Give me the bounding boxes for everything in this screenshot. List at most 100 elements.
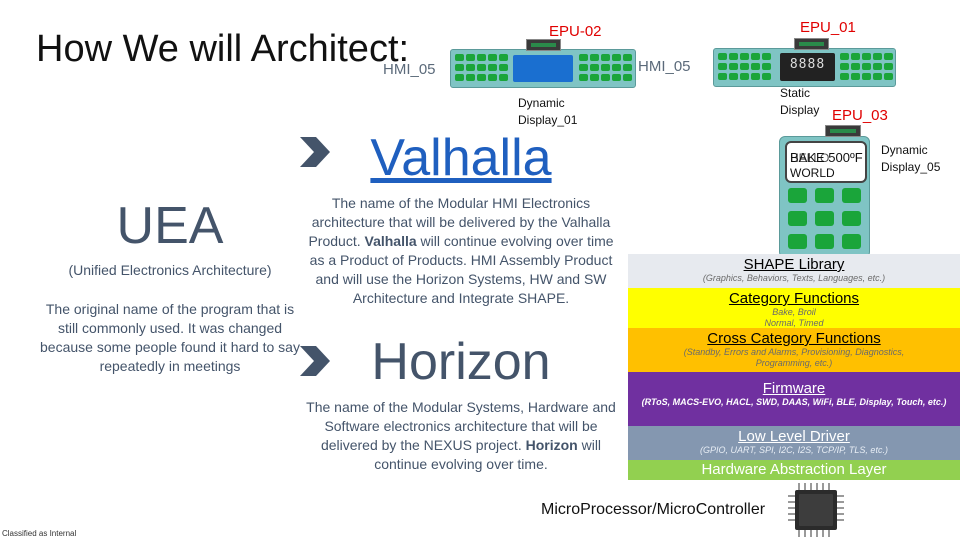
hmi-key-button[interactable] bbox=[851, 53, 860, 60]
hmi-key-button[interactable] bbox=[477, 74, 486, 81]
epu-03-chip bbox=[825, 125, 861, 137]
hmi-key-button[interactable] bbox=[873, 53, 882, 60]
hmi-key-button[interactable] bbox=[601, 74, 610, 81]
hmi-key-button[interactable] bbox=[751, 73, 760, 80]
hmi-key-button[interactable] bbox=[590, 64, 599, 71]
hmi-key-button[interactable] bbox=[862, 53, 871, 60]
hmi-key-button[interactable] bbox=[718, 53, 727, 60]
hmi-key-button[interactable] bbox=[590, 74, 599, 81]
hmi-key-button[interactable] bbox=[488, 74, 497, 81]
layer-title[interactable]: Low Level Driver bbox=[738, 428, 850, 445]
hmi-key-button[interactable] bbox=[740, 53, 749, 60]
epu-02-chip bbox=[526, 39, 561, 51]
hmi-key-button[interactable] bbox=[601, 54, 610, 61]
layer-title[interactable]: Category Functions bbox=[728, 290, 860, 307]
valhalla-title[interactable]: Valhalla bbox=[370, 129, 552, 187]
layer-cross-category-functions: Cross Category Functions(Standby, Errors… bbox=[628, 328, 960, 372]
hmi-05-right-label: HMI_05 bbox=[638, 58, 691, 75]
static-display-label: Static Display bbox=[780, 86, 820, 117]
horizon-description: The name of the Modular Systems, Hardwar… bbox=[306, 399, 616, 472]
hmi-key-button[interactable] bbox=[623, 64, 632, 71]
hmi-key-button[interactable] bbox=[762, 73, 771, 80]
hmi-key-button[interactable] bbox=[579, 74, 588, 81]
hmi-key-button[interactable] bbox=[815, 234, 834, 249]
hmi-key-button[interactable] bbox=[729, 63, 738, 70]
layer-subtitle: (Standby, Errors and Alarms, Provisionin… bbox=[683, 347, 905, 368]
hmi-key-button[interactable] bbox=[788, 188, 807, 203]
hmi-key-button[interactable] bbox=[840, 63, 849, 70]
hmi-key-button[interactable] bbox=[788, 211, 807, 226]
hmi-key-button[interactable] bbox=[477, 64, 486, 71]
hmi-key-button[interactable] bbox=[884, 73, 893, 80]
hmi-key-button[interactable] bbox=[466, 54, 475, 61]
hmi-key-button[interactable] bbox=[579, 54, 588, 61]
hmi-board-static-display: 8888 bbox=[713, 38, 896, 87]
uea-description: The original name of the program that is… bbox=[40, 301, 300, 374]
hmi-key-button[interactable] bbox=[751, 53, 760, 60]
hmi-key-button[interactable] bbox=[499, 64, 508, 71]
hmi-key-button[interactable] bbox=[840, 73, 849, 80]
uea-title: UEA bbox=[116, 197, 224, 255]
hmi-key-button[interactable] bbox=[499, 54, 508, 61]
hmi-key-button[interactable] bbox=[840, 53, 849, 60]
hmi-key-button[interactable] bbox=[488, 54, 497, 61]
layer-title[interactable]: Cross Category Functions bbox=[707, 330, 881, 347]
hmi-key-button[interactable] bbox=[842, 188, 861, 203]
layer-shape-library: SHAPE Library(Graphics, Behaviors, Texts… bbox=[628, 254, 960, 288]
horizon-title: Horizon bbox=[371, 333, 551, 391]
hmi-key-button[interactable] bbox=[623, 54, 632, 61]
layer-title[interactable]: Hardware Abstraction Layer bbox=[701, 461, 887, 478]
uea-subtitle: (Unified Electronics Architecture) bbox=[68, 262, 272, 278]
hmi-key-button[interactable] bbox=[862, 63, 871, 70]
hmi-key-button[interactable] bbox=[466, 64, 475, 71]
hmi-key-button[interactable] bbox=[718, 73, 727, 80]
valhalla-description: The name of the Modular HMI Electronics … bbox=[308, 195, 614, 306]
hmi-key-button[interactable] bbox=[579, 64, 588, 71]
hmi-key-button[interactable] bbox=[788, 234, 807, 249]
epu-03-label: EPU_03 bbox=[832, 107, 888, 124]
tall-display-screen: BAKE 500ºF HELLO WORLD bbox=[785, 141, 867, 183]
hmi-key-button[interactable] bbox=[623, 74, 632, 81]
hmi-key-button[interactable] bbox=[488, 64, 497, 71]
layer-title[interactable]: Firmware bbox=[762, 380, 826, 397]
hmi-key-button[interactable] bbox=[477, 54, 486, 61]
hmi-key-button[interactable] bbox=[851, 63, 860, 70]
hmi-key-button[interactable] bbox=[718, 63, 727, 70]
chevron-right-icon bbox=[300, 346, 330, 376]
hmi-key-button[interactable] bbox=[466, 74, 475, 81]
hmi-key-button[interactable] bbox=[884, 53, 893, 60]
layer-subtitle: Bake, Broil Normal, Timed bbox=[764, 307, 824, 328]
hmi-key-button[interactable] bbox=[815, 211, 834, 226]
hmi-key-button[interactable] bbox=[842, 211, 861, 226]
hmi-key-button[interactable] bbox=[729, 53, 738, 60]
hmi-key-button[interactable] bbox=[751, 63, 760, 70]
hmi-key-button[interactable] bbox=[455, 54, 464, 61]
hmi-key-button[interactable] bbox=[762, 63, 771, 70]
epu-01-chip bbox=[794, 38, 829, 50]
hmi-key-button[interactable] bbox=[862, 73, 871, 80]
epu-02-label: EPU-02 bbox=[549, 23, 602, 40]
hmi-key-button[interactable] bbox=[499, 74, 508, 81]
hmi-key-button[interactable] bbox=[455, 74, 464, 81]
hmi-key-button[interactable] bbox=[612, 64, 621, 71]
hmi-key-button[interactable] bbox=[762, 53, 771, 60]
epu-01-label: EPU_01 bbox=[800, 19, 856, 36]
hmi-board-dynamic-display-05: BAKE 500ºF HELLO WORLD bbox=[779, 125, 870, 258]
hmi-key-button[interactable] bbox=[729, 73, 738, 80]
hmi-key-button[interactable] bbox=[601, 64, 610, 71]
hmi-key-button[interactable] bbox=[740, 63, 749, 70]
hmi-key-button[interactable] bbox=[740, 73, 749, 80]
hmi-key-button[interactable] bbox=[612, 74, 621, 81]
hmi-key-button[interactable] bbox=[851, 73, 860, 80]
hmi-key-button[interactable] bbox=[612, 54, 621, 61]
hmi-key-button[interactable] bbox=[842, 234, 861, 249]
hmi-key-button[interactable] bbox=[884, 63, 893, 70]
layer-title[interactable]: SHAPE Library bbox=[743, 256, 845, 273]
hmi-key-button[interactable] bbox=[815, 188, 834, 203]
hmi-key-button[interactable] bbox=[590, 54, 599, 61]
tall-display-text-2: HELLO bbox=[790, 151, 830, 165]
hmi-key-button[interactable] bbox=[455, 64, 464, 71]
hmi-key-button[interactable] bbox=[873, 73, 882, 80]
hmi-key-button[interactable] bbox=[873, 63, 882, 70]
